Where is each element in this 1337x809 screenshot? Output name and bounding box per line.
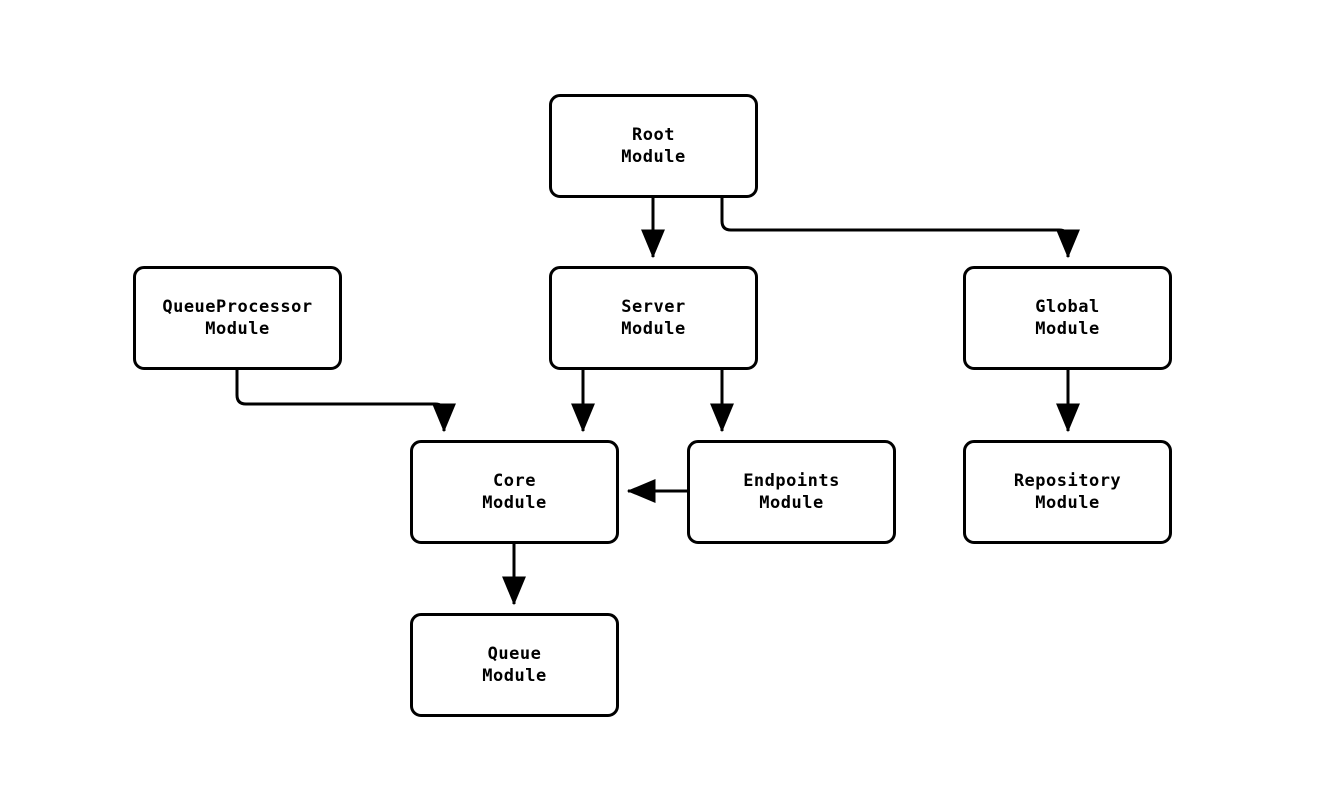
node-endpoints-line2: Module xyxy=(759,493,824,513)
node-core-line2: Module xyxy=(482,493,547,513)
node-queue-line2: Module xyxy=(482,666,547,686)
node-core-line1: Core xyxy=(493,471,536,491)
node-queueprocessor[interactable]: QueueProcessor Module xyxy=(133,266,342,370)
node-endpoints-line1: Endpoints xyxy=(743,471,840,491)
node-endpoints[interactable]: Endpoints Module xyxy=(687,440,896,544)
node-queueprocessor-line2: Module xyxy=(205,319,270,339)
node-repository[interactable]: Repository Module xyxy=(963,440,1172,544)
edge-root-global xyxy=(720,198,1080,259)
edge-queueprocessor-core xyxy=(235,370,456,433)
node-repository-line2: Module xyxy=(1035,493,1100,513)
node-queue[interactable]: Queue Module xyxy=(410,613,619,717)
node-root-line1: Root xyxy=(632,125,675,145)
node-queue-line1: Queue xyxy=(487,644,542,664)
node-global-line2: Module xyxy=(1035,319,1100,339)
node-repository-line1: Repository xyxy=(1013,471,1122,491)
node-server-line2: Module xyxy=(621,319,686,339)
node-global[interactable]: Global Module xyxy=(963,266,1172,370)
node-core[interactable]: Core Module xyxy=(410,440,619,544)
node-root-line2: Module xyxy=(621,147,686,167)
node-root[interactable]: Root Module xyxy=(549,94,758,198)
node-queueprocessor-line1: QueueProcessor xyxy=(162,297,313,317)
node-server-line1: Server xyxy=(621,297,686,317)
node-server[interactable]: Server Module xyxy=(549,266,758,370)
node-global-line1: Global xyxy=(1035,297,1100,317)
